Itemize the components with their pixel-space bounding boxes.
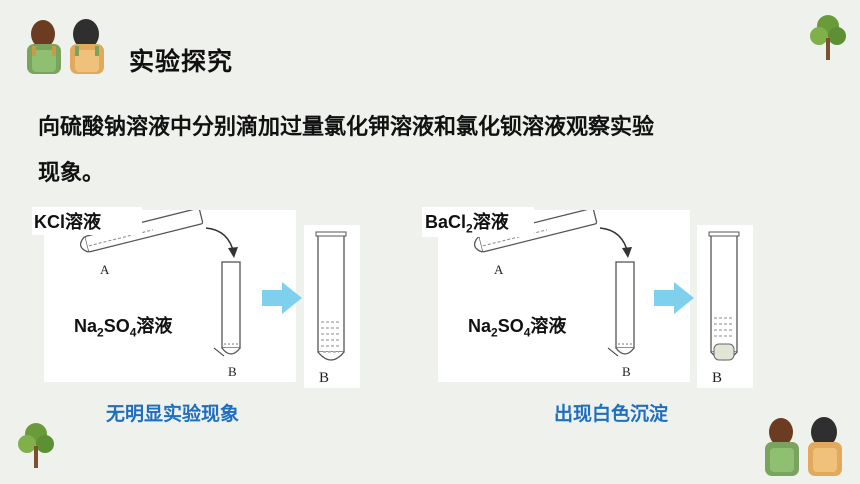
tube-b-label: B bbox=[712, 370, 723, 386]
reaction-diagram bbox=[79, 210, 347, 361]
section-heading: 实验探究 bbox=[129, 47, 234, 76]
instruction-text: 向硫酸钠溶液中分别滴加过量氯化钾溶液和氯化钡溶液观察实验 现象。 bbox=[38, 105, 828, 197]
tree-decoration bbox=[810, 15, 846, 60]
label-backdrop bbox=[32, 207, 142, 235]
result-caption: 出现白色沉淀 bbox=[554, 403, 669, 425]
label-backdrop bbox=[422, 207, 534, 237]
students-illustration bbox=[765, 417, 842, 476]
instruction-line: 现象。 bbox=[38, 161, 105, 186]
tube-a-label: A bbox=[494, 262, 504, 277]
tube-a-label: A bbox=[100, 262, 110, 277]
reagent-label: BaCl2溶液 bbox=[425, 212, 509, 236]
students-illustration bbox=[27, 19, 104, 74]
tube-b-label: B bbox=[622, 364, 631, 379]
tube-b-label: B bbox=[228, 364, 237, 379]
target-solution-label: Na2SO4溶液 bbox=[74, 316, 173, 340]
tree-decoration bbox=[18, 423, 54, 468]
instruction-line: 向硫酸钠溶液中分别滴加过量氯化钾溶液和氯化钡溶液观察实验 bbox=[38, 115, 655, 140]
label-backdrop bbox=[466, 308, 600, 342]
label-backdrop bbox=[72, 308, 206, 342]
target-solution-label: Na2SO4溶液 bbox=[468, 316, 567, 340]
reagent-label: KCl溶液 bbox=[34, 212, 101, 232]
tube-b-label: B bbox=[319, 370, 330, 386]
result-caption: 无明显实验现象 bbox=[106, 403, 240, 425]
reaction-diagram bbox=[473, 210, 740, 361]
